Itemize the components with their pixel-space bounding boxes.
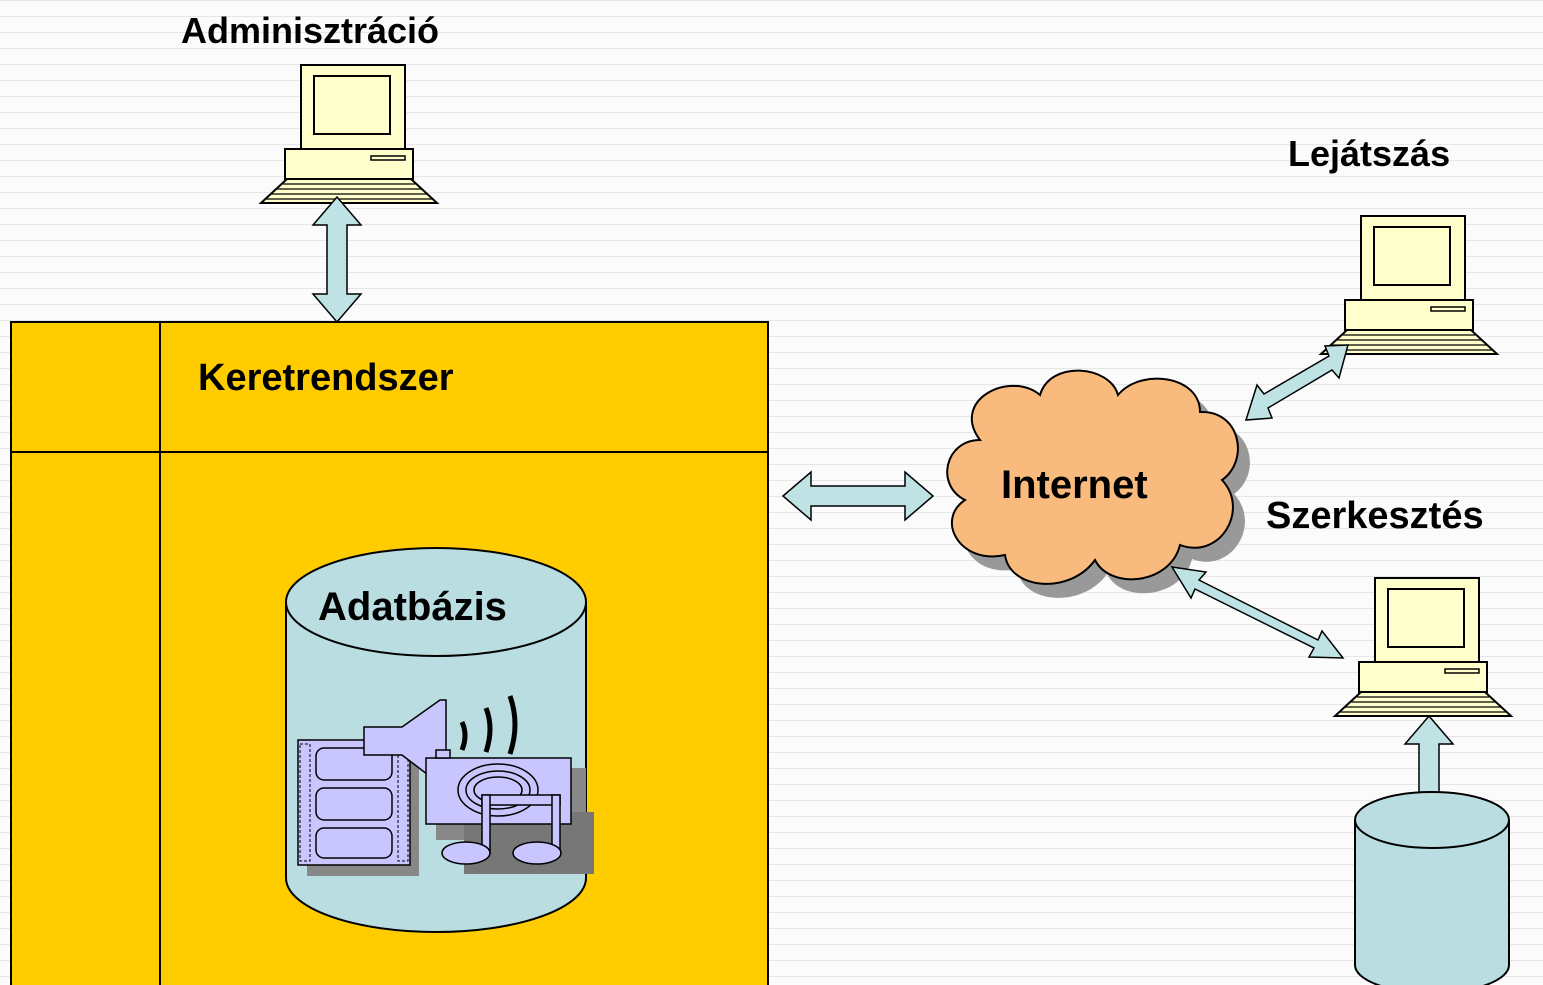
cloud-icon [946, 369, 1250, 598]
admin-label: Adminisztráció [181, 10, 440, 51]
playback-computer-icon [1320, 215, 1498, 355]
framework-label: Keretrendszer [198, 357, 454, 399]
internet-playback-arrow-icon [1244, 344, 1349, 421]
framework-internet-arrow-icon [782, 471, 934, 521]
admin-computer-icon [260, 64, 438, 204]
playback-label: Lejátszás [1288, 133, 1451, 174]
database-label: Adatbázis [318, 585, 507, 629]
internet-editing-arrow-icon [1170, 566, 1345, 659]
admin-framework-arrow-icon [312, 196, 362, 323]
local-database-cylinder-icon [1354, 791, 1510, 985]
internet-label: Internet [1001, 463, 1148, 507]
editing-label: Szerkesztés [1266, 495, 1484, 537]
editing-computer-icon [1334, 577, 1512, 717]
media-clipart-icon [297, 695, 594, 876]
